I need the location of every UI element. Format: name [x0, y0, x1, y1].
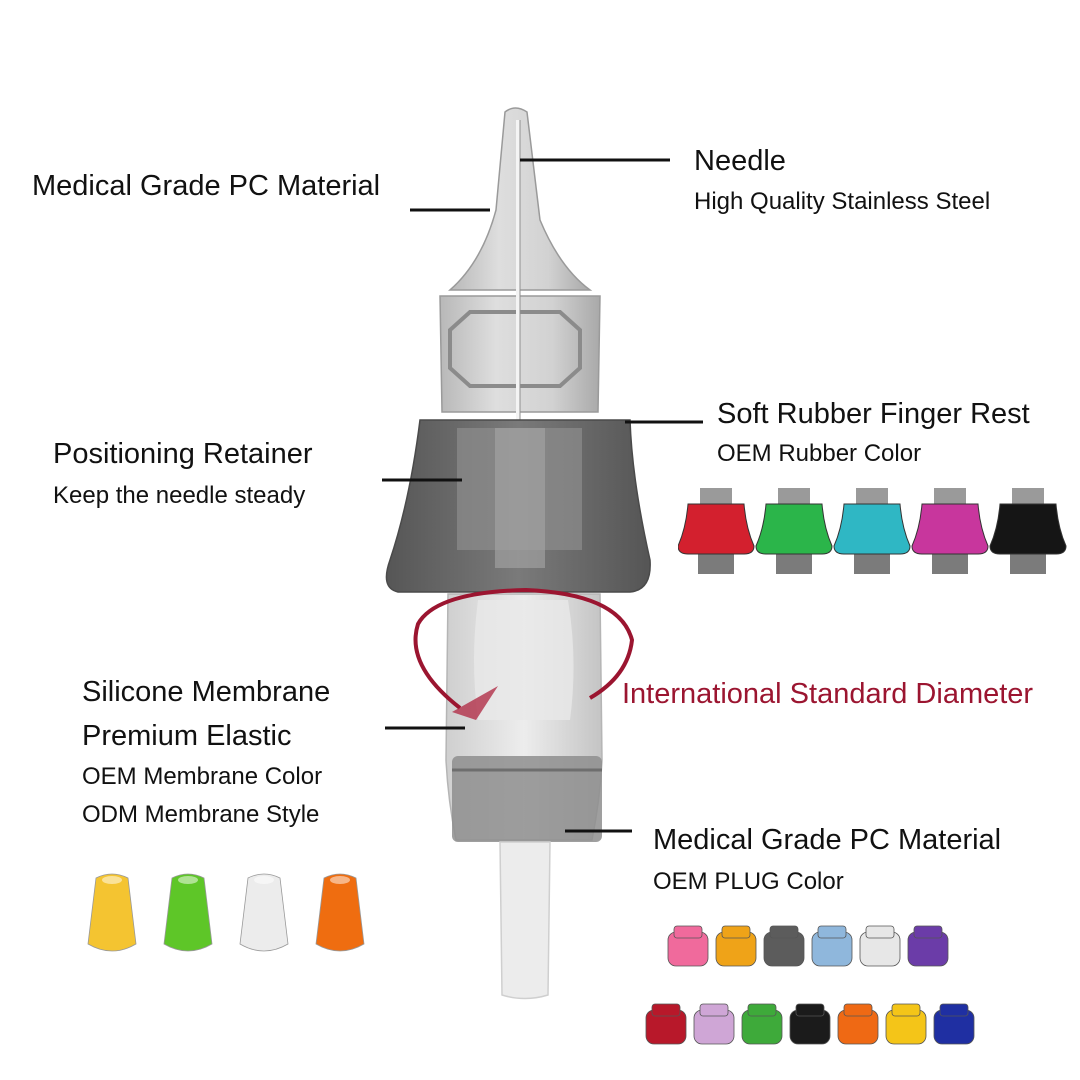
plug-swatch — [645, 1003, 687, 1045]
membrane-swatch — [239, 873, 289, 952]
membrane-swatch — [163, 873, 213, 952]
retainer-label: Positioning Retainer — [53, 438, 313, 470]
rubber-swatch — [989, 488, 1067, 574]
plug-swatch — [789, 1003, 831, 1045]
plug-swatch — [885, 1003, 927, 1045]
diameter-arrow — [413, 587, 635, 710]
finger-rest-sub-label: OEM Rubber Color — [717, 440, 922, 467]
plug-band — [452, 756, 602, 842]
bottom-stem — [499, 841, 551, 1000]
plug-swatch — [933, 1003, 975, 1045]
rubber-swatch — [755, 488, 833, 574]
plug-swatch — [763, 925, 805, 967]
membrane-label: Silicone Membrane — [82, 676, 331, 708]
rubber-swatch — [678, 488, 755, 574]
plug-material-label: Medical Grade PC Material — [653, 824, 1002, 856]
plug-swatch — [811, 925, 853, 967]
membrane-odm-label: ODM Membrane Style — [82, 801, 320, 828]
plug-swatch — [907, 925, 949, 967]
plug-swatch — [859, 925, 901, 967]
retainer-sub-label: Keep the needle steady — [53, 482, 306, 509]
plug-swatch — [693, 1003, 735, 1045]
plug-swatch — [667, 925, 709, 967]
plug-swatch — [837, 1003, 879, 1045]
membrane-oem-label: OEM Membrane Color — [82, 763, 323, 790]
tip-material-label: Medical Grade PC Material — [32, 170, 381, 202]
membrane-swatch — [315, 873, 365, 952]
plug-swatch — [715, 925, 757, 967]
needle-label: Needle — [694, 145, 786, 177]
rubber-swatch — [911, 488, 989, 574]
finger-rest-label: Soft Rubber Finger Rest — [717, 398, 1030, 430]
membrane-swatch — [87, 873, 137, 952]
membrane-elastic-label: Premium Elastic — [82, 720, 292, 752]
plug-sub-label: OEM PLUG Color — [653, 868, 844, 895]
rubber-swatch — [833, 488, 911, 574]
needle-sub-label: High Quality Stainless Steel — [694, 188, 991, 215]
body-window — [448, 310, 582, 388]
plug-swatch — [741, 1003, 783, 1045]
diameter-label: International Standard Diameter — [622, 678, 1034, 710]
